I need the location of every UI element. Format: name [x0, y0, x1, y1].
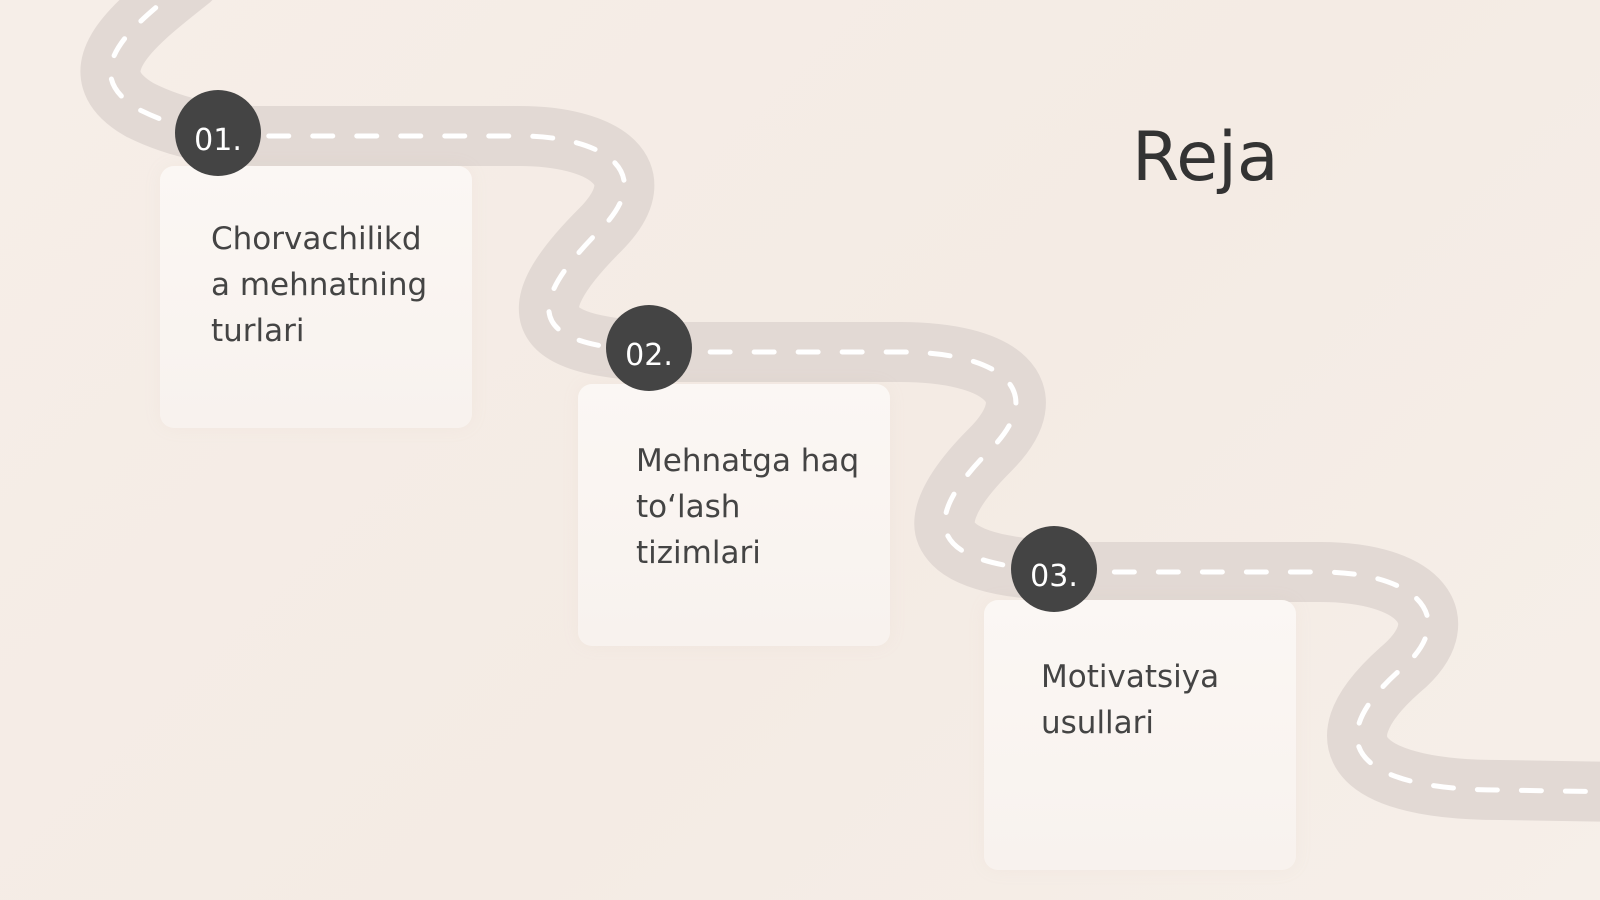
- step-text-3: Motivatsiya usullari: [1041, 659, 1220, 741]
- step-text-1: Chorvachilikd a mehnatning turlari: [211, 221, 428, 349]
- step-card-2: [578, 384, 890, 646]
- slide-title: Reja: [1132, 118, 1279, 197]
- step-card-1: [160, 166, 472, 428]
- step-text-2: Mehnatga haq to‘lash tizimlari: [636, 443, 860, 571]
- step-number-1: 01.: [175, 90, 261, 176]
- step-number-3: 03.: [1011, 526, 1097, 612]
- step-number-2: 02.: [606, 305, 692, 391]
- step-card-3: [984, 600, 1296, 870]
